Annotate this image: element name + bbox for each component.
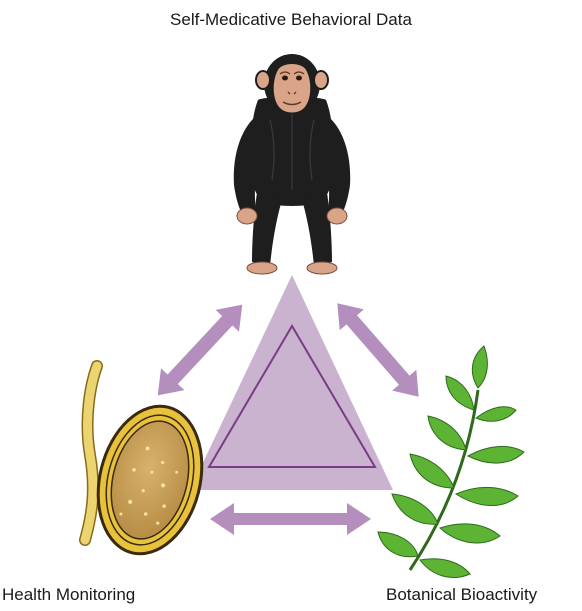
- central-triangle: [190, 275, 393, 490]
- arrow-bottom: [210, 503, 371, 535]
- worm-icon: [85, 366, 97, 540]
- chimpanzee-icon: [234, 54, 350, 274]
- parasite-egg-icon: [83, 395, 216, 565]
